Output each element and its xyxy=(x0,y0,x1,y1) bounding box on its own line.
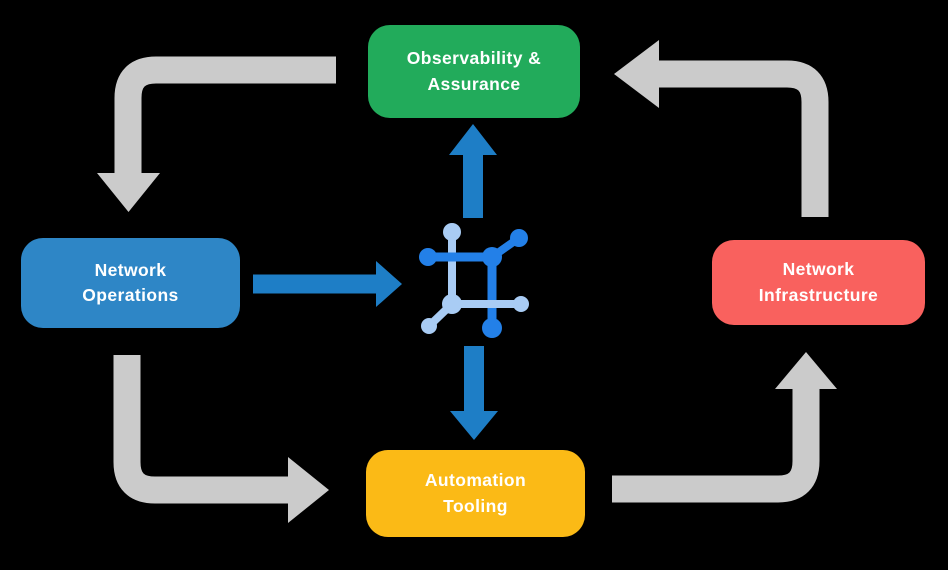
arrow-automation-to-infrastructure xyxy=(612,352,837,503)
arrow-center-to-observability xyxy=(449,124,497,218)
node-network-infrastructure: Network Infrastructure xyxy=(712,240,925,325)
arrowhead-right-icon xyxy=(376,261,402,307)
arrowhead-up-icon xyxy=(449,124,497,155)
node-network-operations: Network Operations xyxy=(21,238,240,328)
arrow-operations-to-automation xyxy=(113,355,329,523)
node-automation-tooling: Automation Tooling xyxy=(366,450,585,537)
arrowhead-left-icon xyxy=(614,40,659,108)
node-label: Automation Tooling xyxy=(424,470,527,516)
arrowhead-up-icon xyxy=(775,352,837,389)
network-fabric-icon xyxy=(419,223,529,338)
node-observability-assurance: Observability & Assurance xyxy=(368,25,580,118)
node-label: Observability & Assurance xyxy=(406,48,542,94)
arrow-operations-to-center xyxy=(253,261,402,307)
arrow-observability-to-operations xyxy=(97,56,336,212)
arrow-infrastructure-to-observability xyxy=(614,40,829,217)
node-label: Network Operations xyxy=(82,259,179,305)
arrowhead-down-icon xyxy=(450,411,498,440)
arrowhead-right-icon xyxy=(288,457,329,523)
node-label: Network Infrastructure xyxy=(758,259,879,305)
arrowhead-down-icon xyxy=(97,173,160,212)
arrow-center-to-automation xyxy=(450,346,498,440)
